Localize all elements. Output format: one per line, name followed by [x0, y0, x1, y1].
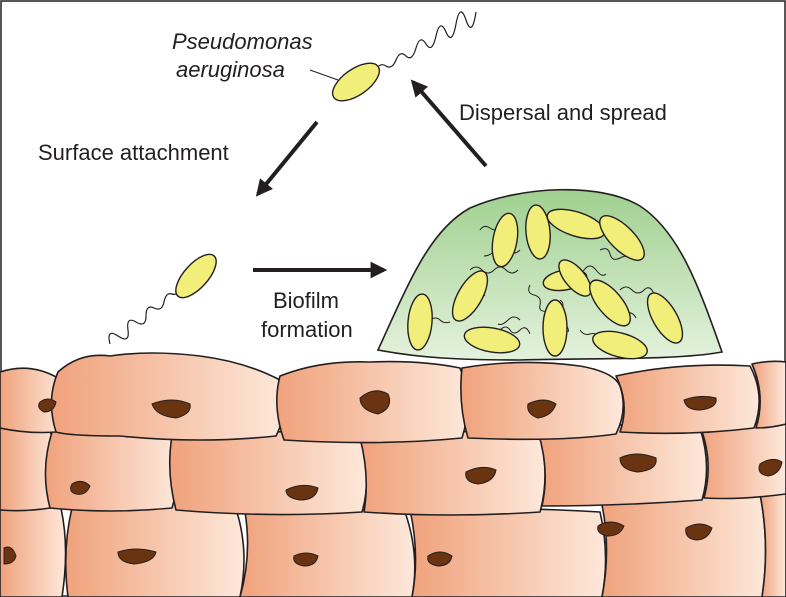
bacterium: [326, 56, 385, 108]
biofilm-label-line2: formation: [261, 316, 353, 343]
epithelial-cell-layer: [0, 353, 786, 597]
attached-bacterium: [109, 248, 223, 344]
label-leader-line: [310, 70, 338, 80]
surface-attachment-label: Surface attachment: [38, 139, 229, 166]
bacterium: [543, 300, 567, 356]
dispersal-label: Dispersal and spread: [459, 99, 667, 126]
epithelial-cell: [51, 353, 284, 440]
epithelial-cell: [240, 509, 415, 597]
free-bacterium-top: [310, 12, 476, 108]
flagellum: [109, 288, 182, 344]
organism-name-line1: Pseudomonas: [172, 28, 313, 55]
attachment-arrow: [258, 122, 317, 194]
epithelial-cell: [360, 431, 545, 515]
epithelial-cell: [66, 503, 244, 597]
flagellum: [376, 12, 476, 70]
biofilm-label-line1: Biofilm: [273, 287, 339, 314]
bacterium: [169, 248, 223, 304]
organism-name-line2: aeruginosa: [176, 56, 285, 83]
epithelial-cell: [600, 491, 766, 597]
epithelial-cell: [170, 431, 367, 514]
